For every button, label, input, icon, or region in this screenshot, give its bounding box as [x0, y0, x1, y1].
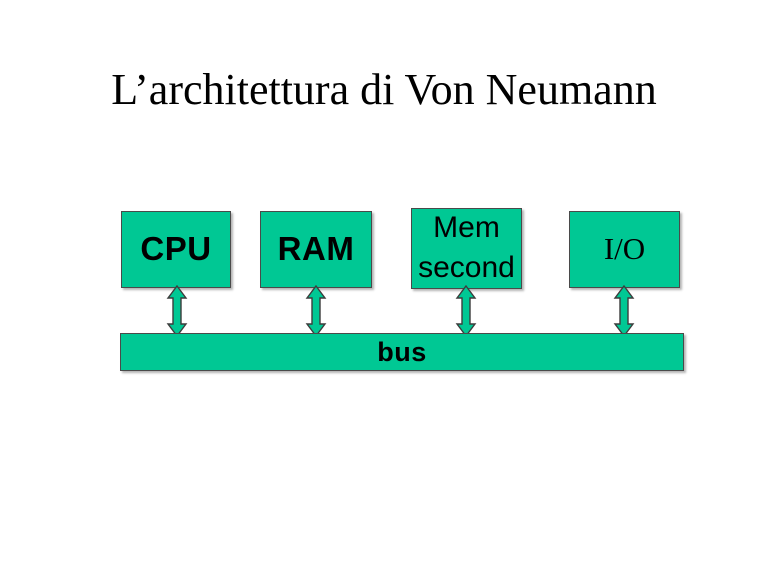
component-label-mem-second: Mem second — [418, 210, 515, 284]
component-label-cpu: CPU — [140, 230, 212, 268]
component-label-ram: RAM — [277, 230, 355, 268]
bus-label: bus — [377, 336, 427, 367]
component-box-ram[interactable]: RAM — [260, 211, 372, 288]
component-box-cpu[interactable]: CPU — [121, 211, 231, 288]
bus-bar[interactable]: bus — [120, 333, 684, 371]
component-box-io[interactable]: I/O — [569, 211, 680, 288]
double-arrow-icon-ram-bus — [305, 285, 329, 337]
double-arrow-icon-io-bus — [613, 285, 637, 337]
component-label-io: I/O — [603, 231, 646, 267]
double-arrow-icon-cpu-bus — [166, 285, 190, 337]
component-box-mem-second[interactable]: Mem second — [411, 208, 522, 289]
double-arrow-icon-mem-second-bus — [455, 285, 479, 337]
page-title: L’architettura di Von Neumann — [111, 65, 657, 114]
